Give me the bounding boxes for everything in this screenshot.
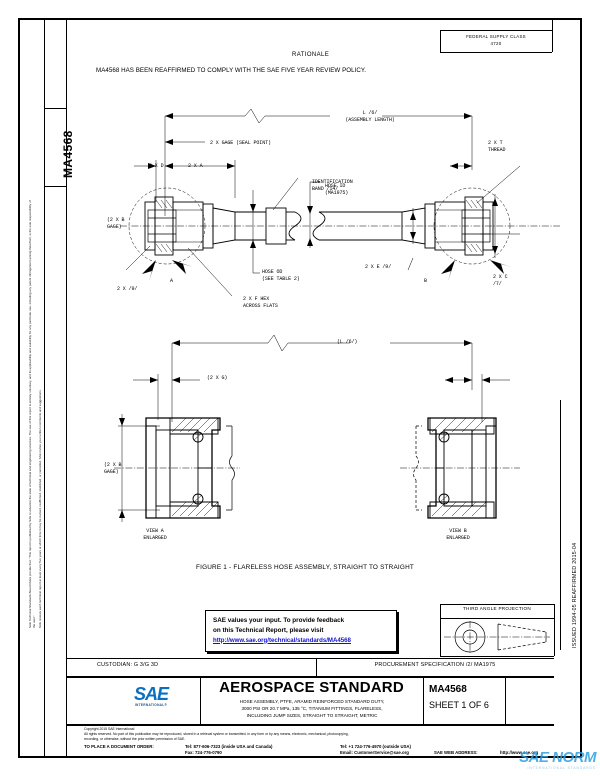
label-hex-across-flats: 2 X F HEX ACROSS FLATS	[243, 296, 278, 309]
titleblock-div-2	[423, 676, 424, 724]
titleblock-div-3	[505, 676, 506, 724]
document-number: MA4568	[429, 684, 467, 695]
sidebar-divider	[44, 18, 45, 756]
third-angle-projection-symbol	[444, 621, 550, 653]
label-view-a-arrow: A	[170, 278, 173, 284]
feedback-link[interactable]: http://www.sae.org/technical/standards/M…	[213, 636, 351, 644]
tap-box-top	[440, 604, 554, 605]
tab-column-divider	[66, 18, 67, 756]
titleblock-bottom	[66, 724, 554, 726]
titleblock-row1-top	[66, 658, 554, 659]
tap-box-mid	[440, 618, 554, 619]
tab-document-number: MA4568	[61, 130, 75, 178]
label-view-a: VIEW A ENLARGED	[143, 528, 167, 541]
tap-box-right	[554, 604, 555, 656]
feedback-line-1: SAE values your input. To provide feedba…	[213, 617, 345, 624]
tel-international: Tel: +1 724-776-4970 (outside USA)	[340, 744, 411, 749]
figure-caption: FIGURE 1 - FLARELESS HOSE ASSEMBLY, STRA…	[195, 564, 414, 571]
label-dim-c: 2 X C /7/	[493, 274, 508, 287]
hose-assembly-drawing	[120, 108, 560, 297]
procurement-specification: PROCUREMENT SPECIFICATION /2/ MA1975	[374, 662, 496, 668]
label-dim-e: 2 X E /9/	[365, 264, 392, 270]
label-dim-a: 2 X A	[188, 163, 203, 169]
fsc-box-bottom	[440, 52, 552, 53]
copyright-line-1: Copyright 2015 SAE International	[84, 727, 135, 731]
fsc-box-right	[552, 18, 553, 52]
frame-top	[18, 18, 582, 20]
web-address: http://www.sae.org	[500, 750, 539, 755]
watermark-text: SAE NORM	[519, 749, 596, 766]
federal-supply-class: FEDERAL SUPPLY CLASS 4720	[440, 34, 552, 47]
frame-left	[18, 18, 20, 758]
watermark-subtext: INTERNATIONAL STANDARDS	[527, 766, 596, 770]
web-address-label: SAE WEB ADDRESS:	[434, 750, 478, 755]
rationale-body: MA4568 HAS BEEN REAFFIRMED TO COMPLY WIT…	[96, 67, 367, 74]
sae-logo: SAE INTERNATIONAL®	[118, 685, 184, 707]
label-assembly-length: L /6/ (ASSEMBLY LENGTH)	[345, 110, 395, 123]
sheet-number: SHEET 1 OF 6	[429, 700, 489, 710]
fsc-line1: FEDERAL SUPPLY CLASS	[466, 34, 526, 39]
label-identification-band: IDENTIFICATION BAND /14/	[312, 179, 353, 192]
document-description: HOSE ASSEMBLY, PTFE, ARAMID REINFORCED S…	[203, 699, 421, 720]
fsc-line2: 4720	[490, 40, 502, 46]
copyright-line-3: recording, or otherwise, without the pri…	[84, 737, 186, 742]
fsc-box-top	[440, 30, 552, 31]
label-lower-b-gage: (2 X B GAGE)	[104, 462, 122, 475]
copyright-block: Copyright 2015 SAE International All rig…	[84, 727, 554, 742]
tab-cell-sep-1	[44, 108, 66, 109]
titleblock-row1-bottom	[66, 676, 554, 678]
sae-logo-subtext: INTERNATIONAL®	[134, 703, 168, 707]
fsc-box-left	[440, 30, 441, 52]
fax-number: Fax: 724-776-0790	[185, 750, 222, 755]
frame-right	[580, 18, 582, 758]
revision-history: ISSUED 1994-05 REAFFIRMED 2015-04	[572, 542, 578, 648]
sae-logo-text: SAE	[133, 684, 169, 704]
label-dim-g: (2 X G)	[207, 375, 228, 381]
label-view-b-arrow: B	[424, 278, 427, 284]
sidebar-disclaimer-2: SAE reviews each technical report at lea…	[38, 389, 42, 628]
copyright-line-2: All rights reserved. No part of this pub…	[84, 732, 349, 737]
tap-box-bottom	[440, 656, 554, 657]
order-label: TO PLACE A DOCUMENT ORDER:	[84, 744, 154, 749]
feedback-line-2: on this Technical Report, please visit	[213, 626, 324, 634]
description-line-2: 3000 PSI OR 20.7 MPa, 135 °C, TITANIUM F…	[241, 705, 383, 711]
label-dim-t-thread: 2 X T THREAD	[488, 140, 506, 153]
email-address: Email: CustomerService@sae.org	[340, 750, 409, 755]
label-dim-b-gage: (2 X B GAGE)	[107, 217, 125, 230]
tap-box-left	[440, 604, 441, 656]
third-angle-projection-label: THIRD ANGLE PROJECTION	[462, 606, 532, 611]
sidebar-disclaimer-1: SAE Technical Standards Board Rules prov…	[28, 200, 37, 628]
label-note-9-left: 2 X /9/	[117, 286, 138, 292]
frame-bottom	[18, 756, 582, 758]
label-gage-seal-point: 2 X GAGE (SEAL POINT)	[210, 140, 271, 146]
document-type-title: AEROSPACE STANDARD	[219, 679, 404, 696]
titleblock-row1-divider	[316, 658, 317, 676]
label-dim-d: 2 X D	[149, 163, 164, 169]
enlarged-views-drawing	[114, 334, 520, 522]
label-hose-id: HOSE ID (MA1975)	[325, 183, 349, 196]
feedback-box[interactable]: SAE values your input. To provide feedba…	[205, 610, 397, 652]
label-lower-length: (L /6/)	[337, 339, 358, 345]
label-view-b: VIEW B ENLARGED	[446, 528, 470, 541]
tab-cell-sep-2	[44, 186, 66, 187]
rev-column-divider	[560, 400, 561, 650]
description-line-1: HOSE ASSEMBLY, PTFE, ARAMID REINFORCED S…	[239, 699, 385, 704]
rationale-heading: RATIONALE	[292, 52, 330, 58]
custodian: CUSTODIAN: G 3/G 3D	[97, 662, 159, 668]
label-hose-od: HOSE OD (SEE TABLE 2)	[262, 269, 300, 282]
tel-usa: Tel: 877-606-7323 (inside USA and Canada…	[185, 744, 273, 749]
watermark: SAE NORM INTERNATIONAL STANDARDS	[519, 749, 596, 770]
description-line-3: INCLUDING JUMP SIZES, STRAIGHT TO STRAIG…	[246, 712, 378, 718]
titleblock-div-1	[200, 676, 201, 724]
